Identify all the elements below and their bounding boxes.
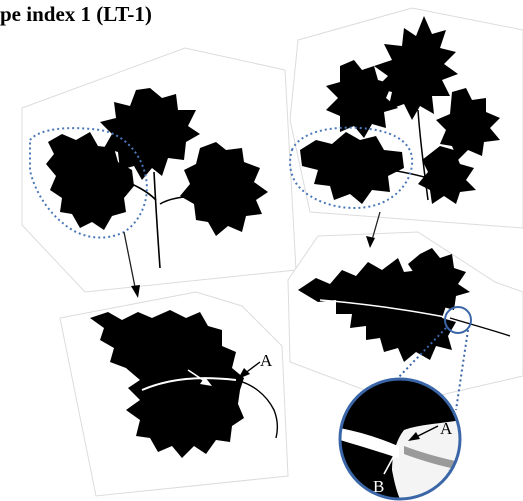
label-a-left: A — [260, 351, 273, 370]
label-b-zoom: B — [373, 477, 384, 496]
label-b-left: B — [170, 359, 181, 378]
zoom-inset — [340, 379, 523, 499]
label-a-zoom: A — [440, 419, 453, 438]
